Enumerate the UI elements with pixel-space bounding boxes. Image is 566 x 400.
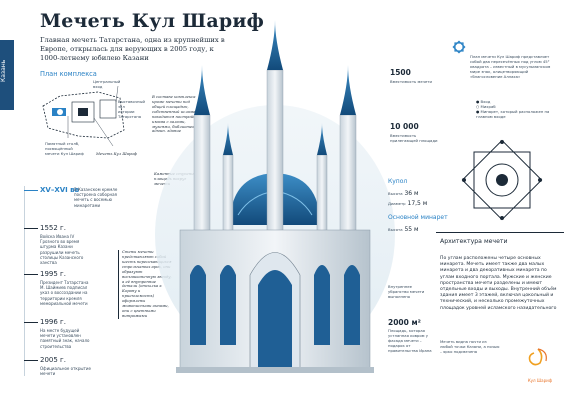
legend: ● Вход ○ Михраб ● Минарет, который распо… — [476, 99, 556, 120]
stat-label: Вместимость мечети — [390, 79, 432, 84]
timeline-year: 1552 г. — [40, 224, 66, 232]
logo-text: Кул Шариф — [527, 378, 553, 383]
minaret-title: Основной минарет — [388, 214, 448, 221]
footer-note: Мечеть видна почти из любой точки Казани… — [440, 339, 500, 354]
page-title: Мечеть Кул Шариф — [40, 10, 264, 32]
dome-note: Внутреннее убранство мечети выполнено — [388, 284, 425, 299]
logo-icon — [528, 348, 547, 366]
timeline-year: 1995 г. — [40, 270, 66, 278]
plan-label-museum: Выставочный зал истории Татарстана — [118, 99, 145, 119]
legend-item: ● Вход — [476, 99, 491, 104]
dome-height: 36 м — [404, 190, 419, 197]
minaret-height-label: Высота — [388, 227, 403, 232]
dome-diameter: 17,5 м — [407, 200, 428, 207]
timeline-text: Войска Ивана IV Грозного во время штурма… — [40, 234, 84, 265]
divider — [436, 232, 564, 233]
plan-diagram — [42, 85, 125, 147]
architecture-text: По углам расположены четыре основных мин… — [440, 256, 557, 311]
star-icon — [452, 40, 466, 54]
dome-height-label: Высота — [388, 191, 403, 196]
timeline-line — [24, 186, 25, 376]
side-tab: Казань — [0, 40, 14, 110]
area-block: 2000 м² Площадь, которая устланная ковро… — [388, 318, 436, 354]
timeline-year: 2005 г. — [40, 356, 66, 364]
plan-label-entrance: Центральный вход — [93, 79, 121, 89]
stat-value: 1500 — [390, 68, 411, 77]
area-text: Площадь, которая устланная ковром у фаса… — [388, 328, 432, 353]
minaret-block: Основной минарет Высота 55 м — [388, 214, 468, 233]
plan-label-memorial: Памятный столб, посвящённый мечети Кул Ш… — [45, 141, 84, 156]
legend-item: ● Минарет, который расположен на главном… — [476, 108, 550, 119]
legend-item: ○ Михраб — [476, 103, 496, 109]
plan-note: В составе комплекса кроме мечети под общ… — [152, 94, 199, 134]
area-value: 2000 м² — [388, 318, 421, 327]
stat-label: Вместимость прилегающей площади — [390, 133, 438, 143]
stat-value: 10 000 — [390, 122, 419, 131]
octagram-plan — [461, 139, 543, 221]
timeline-text: Президент Татарстана М. Шаймиев подписал… — [40, 280, 89, 306]
timeline-year: XV–XVI вв — [40, 186, 80, 194]
plan-title: План комплекса — [40, 70, 97, 78]
plan-label-mosque: Мечеть Кул Шариф — [96, 151, 137, 156]
timeline-text: Официальное открытие мечети — [40, 366, 91, 377]
dome-title: Купол — [388, 178, 408, 185]
mosque-illustration — [155, 20, 395, 373]
dome-diameter-label: Диаметр — [388, 201, 406, 206]
plan-description: План мечети Кул Шариф представляет собой… — [470, 54, 551, 79]
timeline-text: В Казанском кремле построена соборная ме… — [74, 187, 118, 208]
dome-block: Купол Высота 36 м Диаметр 17,5 м — [388, 178, 438, 207]
walls-caption: Стены мечети представляют собой шесть пе… — [118, 249, 172, 319]
timeline-text: На месте будущей мечети установлен памят… — [40, 328, 90, 349]
timeline-year: 1996 г. — [40, 318, 66, 326]
minaret-height: 55 м — [404, 226, 419, 233]
architecture-title: Архитектура мечети — [440, 238, 508, 245]
lead-text: Главная мечеть Татарстана, одна из крупн… — [40, 36, 225, 63]
